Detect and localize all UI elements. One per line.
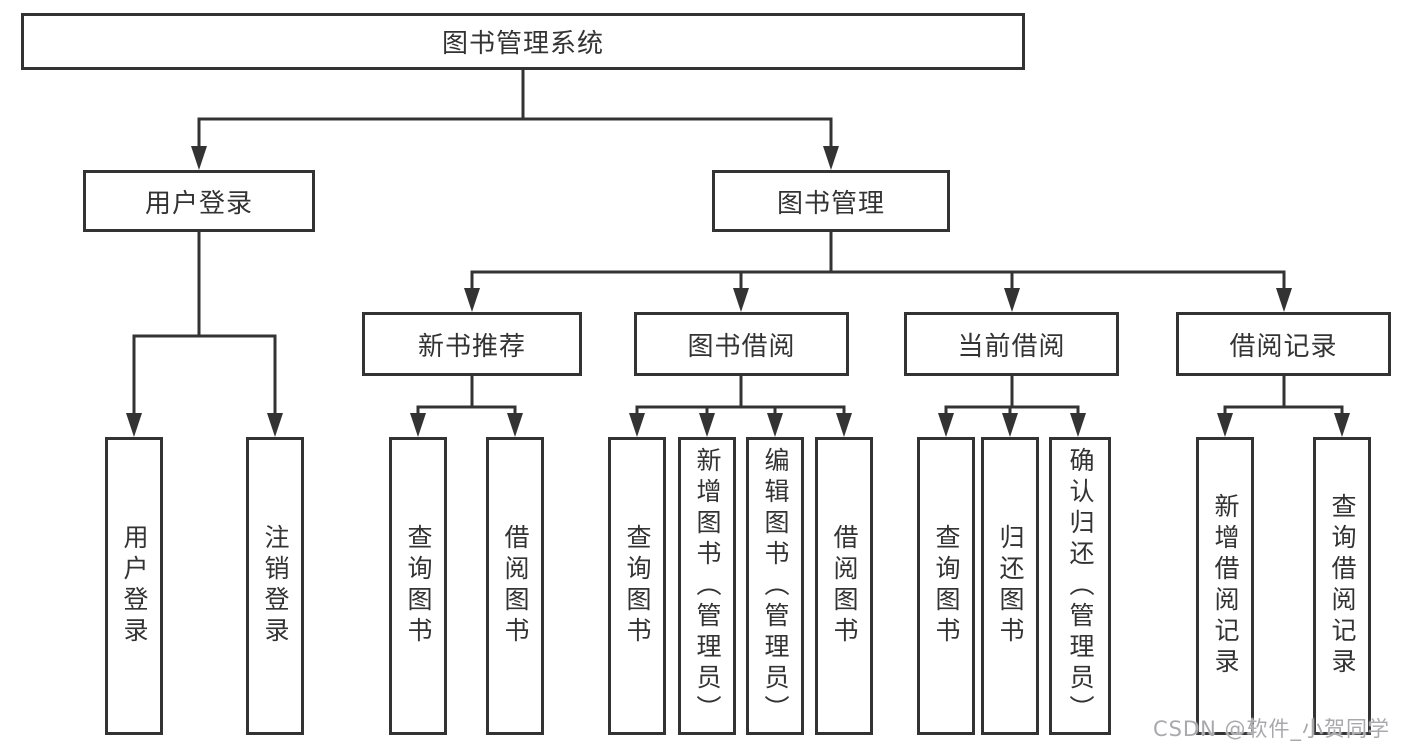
arrow-down-icon bbox=[836, 413, 852, 437]
leaf-records-add-borrow-record: 新增借阅记录 bbox=[1196, 437, 1254, 735]
arrow-down-icon bbox=[191, 146, 207, 170]
arrow-down-icon bbox=[1002, 413, 1018, 437]
node-borrowing-records: 借阅记录 bbox=[1176, 312, 1391, 376]
node-user-login-group: 用户登录 bbox=[83, 170, 315, 232]
leaf-current-query-books: 查询图书 bbox=[917, 437, 975, 735]
connector-book-borrow-to-children bbox=[635, 376, 846, 417]
arrow-down-icon bbox=[126, 413, 142, 437]
leaf-borrowing-query-books: 查询图书 bbox=[608, 437, 666, 735]
arrow-down-icon bbox=[1217, 413, 1233, 437]
leaf-borrowing-add-book-admin: 新增图书（管理员） bbox=[678, 437, 736, 735]
connector-current-borrow-to-children bbox=[944, 376, 1080, 417]
arrow-down-icon bbox=[699, 413, 715, 437]
arrow-down-icon bbox=[267, 413, 283, 437]
leaf-newbooks-query-books: 查询图书 bbox=[389, 437, 447, 735]
arrow-down-icon bbox=[1334, 413, 1350, 437]
connector-root-to-level2 bbox=[197, 70, 833, 150]
node-root-library-system: 图书管理系统 bbox=[21, 13, 1025, 70]
node-book-borrowing: 图书借阅 bbox=[634, 312, 849, 376]
arrow-down-icon bbox=[1004, 288, 1020, 312]
arrow-down-icon bbox=[1276, 288, 1292, 312]
leaf-current-confirm-return-admin: 确认归还（管理员） bbox=[1049, 437, 1111, 735]
connector-borrow-records-to-children bbox=[1223, 376, 1344, 417]
arrow-down-icon bbox=[629, 413, 645, 437]
leaf-borrowing-borrow-books: 借阅图书 bbox=[815, 437, 873, 735]
node-book-management-group: 图书管理 bbox=[712, 170, 950, 232]
arrow-down-icon bbox=[464, 288, 480, 312]
arrow-down-icon bbox=[1070, 413, 1086, 437]
arrow-down-icon bbox=[507, 413, 523, 437]
arrow-down-icon bbox=[767, 413, 783, 437]
leaf-borrowing-edit-book-admin: 编辑图书（管理员） bbox=[746, 437, 804, 735]
connector-user-login-to-children bbox=[132, 232, 277, 417]
leaf-user-login: 用户登录 bbox=[105, 437, 163, 735]
arrow-down-icon bbox=[938, 413, 954, 437]
leaf-newbooks-borrow-books: 借阅图书 bbox=[486, 437, 544, 735]
arrow-down-icon bbox=[823, 146, 839, 170]
node-new-book-recommend: 新书推荐 bbox=[362, 312, 582, 376]
leaf-records-query-borrow-record: 查询借阅记录 bbox=[1313, 437, 1371, 735]
arrow-down-icon bbox=[410, 413, 426, 437]
leaf-logout: 注销登录 bbox=[246, 437, 304, 735]
arrow-down-icon bbox=[733, 288, 749, 312]
csdn-watermark: CSDN @软件_小贺同学 bbox=[1152, 717, 1390, 741]
connector-book-mgmt-to-level3 bbox=[470, 232, 1286, 292]
leaf-current-return-books: 归还图书 bbox=[981, 437, 1039, 735]
connector-new-books-to-children bbox=[416, 376, 517, 417]
node-current-borrowing: 当前借阅 bbox=[904, 312, 1119, 376]
